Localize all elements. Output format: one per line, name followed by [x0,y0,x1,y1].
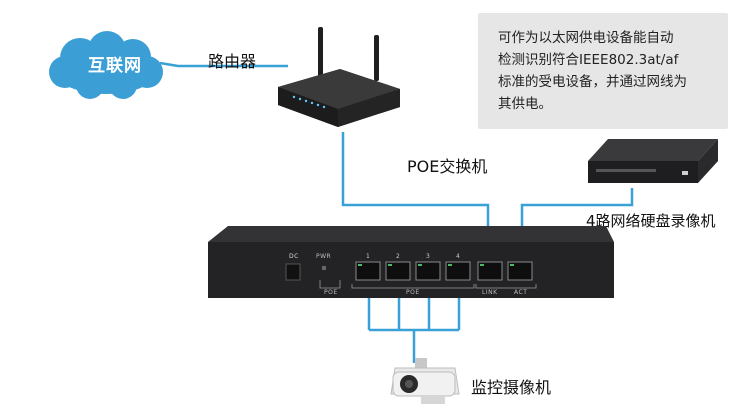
poe-switch-body [208,226,614,298]
port-number: 3 [426,253,430,260]
info-note: 可作为以太网供电设备能自动 检测识别符合IEEE802.3at/af 标准的受电… [478,13,728,129]
camera-icon [390,358,460,404]
camera-label: 监控摄像机 [471,378,552,397]
poe-group-label: POE [406,289,420,296]
nvr-label: 4路网络硬盘录像机 [586,212,716,230]
port-number: 4 [456,253,460,260]
port-number: 2 [396,253,400,260]
internet-cloud-icon [49,31,163,99]
poe-switch: DC PWR POE 1 2 3 4 POE LINK ACT [206,226,616,298]
link-label: LINK [482,289,498,296]
note-line: 可作为以太网供电设备能自动 [498,30,674,46]
port-number: 1 [366,253,370,260]
nvr-icon [588,139,718,183]
poe-small-label: POE [324,289,338,296]
internet-label: 互联网 [88,56,142,76]
cable-internet-router [159,61,288,68]
pwr-label: PWR [316,253,332,260]
note-line: 标准的受电设备，并通过网线为 [498,74,687,90]
note-line: 检测识别符合IEEE802.3at/af [498,52,679,68]
router-label: 路由器 [208,52,257,71]
router-icon [278,27,400,127]
act-label: ACT [514,289,528,296]
dc-label: DC [289,253,299,260]
note-line: 其供电。 [498,96,552,112]
cable-poe-camera [367,287,461,363]
switch-label: POE交换机 [407,157,488,176]
